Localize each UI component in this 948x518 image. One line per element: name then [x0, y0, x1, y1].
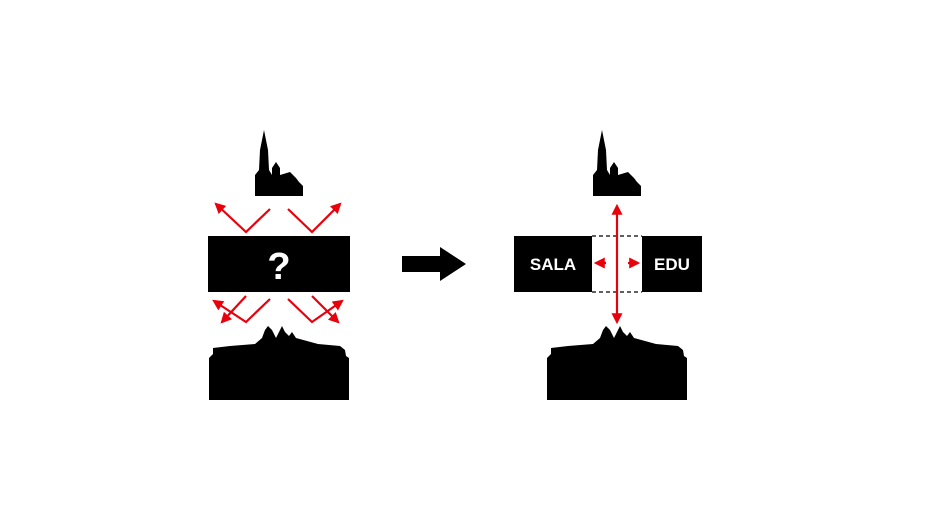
arrow-right-icon	[402, 247, 466, 281]
edu-block-label: EDU	[654, 255, 690, 274]
church-icon	[593, 130, 641, 196]
left-scheme: ?	[208, 130, 350, 400]
sala-block	[514, 236, 592, 292]
palace-icon	[547, 326, 687, 400]
edu-block	[642, 236, 702, 292]
church-icon	[255, 130, 303, 196]
sala-block-label: SALA	[530, 255, 576, 274]
right-scheme: SALA EDU	[514, 130, 702, 400]
lower-red-arrows	[212, 298, 344, 324]
cross-red-arrows	[593, 203, 641, 325]
unknown-block-label: ?	[267, 246, 290, 288]
upper-red-arrows	[214, 202, 342, 234]
unknown-block	[208, 236, 350, 292]
palace-icon	[209, 326, 349, 400]
